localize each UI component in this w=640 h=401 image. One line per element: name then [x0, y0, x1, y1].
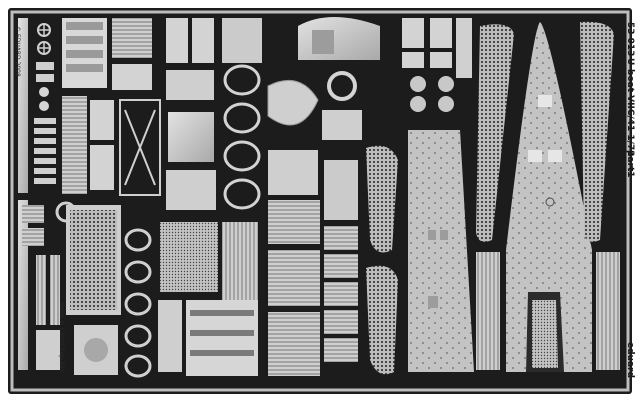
deck-right-strip	[580, 21, 614, 242]
left-small-parts	[34, 62, 56, 184]
middle-grids	[66, 205, 258, 378]
deck-side-strip	[476, 24, 514, 242]
fret-border	[10, 10, 630, 392]
fret-part-label: part1	[625, 150, 635, 178]
right-small-column	[402, 18, 472, 112]
fret-brand: eduard	[625, 342, 635, 378]
deck-panel-1	[408, 130, 474, 372]
fret-credit: Made in Czech Republic	[58, 302, 65, 373]
left-ring-parts	[37, 23, 51, 55]
fret-product-code: 53 013	[625, 22, 635, 56]
curved-strips	[366, 145, 398, 375]
right-bottom-racks	[476, 252, 620, 370]
deck-panel-2	[506, 22, 592, 372]
fret-title: U-boat VIIC/41 1/72	[625, 58, 635, 156]
column-left-strips	[18, 18, 77, 370]
column-ovals	[119, 18, 262, 210]
center-parts	[267, 17, 380, 376]
fret-copyright: © EDUARD 2008	[14, 26, 21, 77]
column-grilles	[62, 18, 152, 194]
left-lower-parts	[22, 201, 77, 370]
